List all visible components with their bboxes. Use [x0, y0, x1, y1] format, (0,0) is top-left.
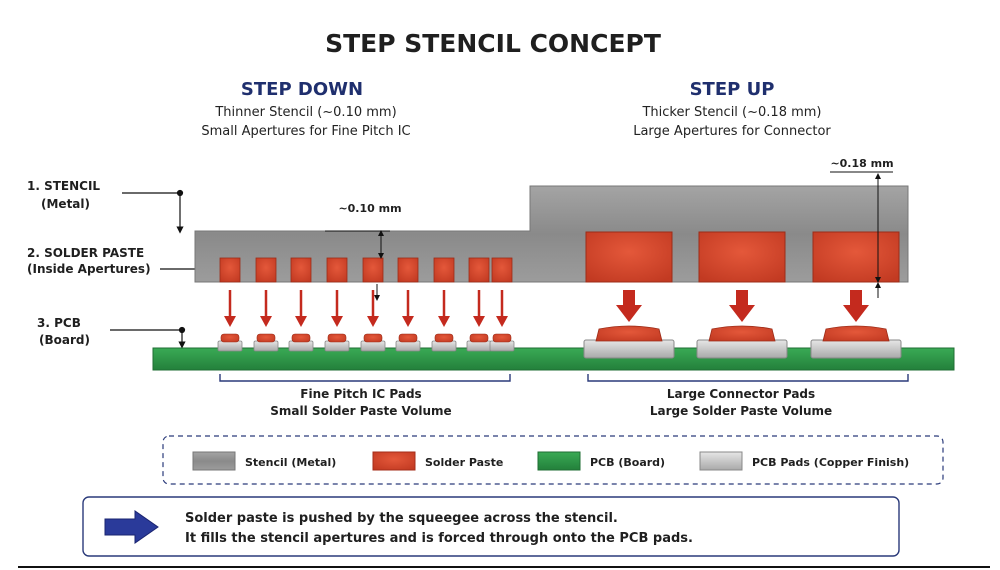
step-down-paste-deposit [434, 333, 454, 343]
fine-pitch-pads-label: Fine Pitch IC Pads [300, 387, 421, 401]
step-down-aperture [255, 257, 277, 283]
thickness-callout-down [325, 230, 390, 301]
step-down-pad [253, 340, 279, 352]
thickness-callout-up [830, 171, 893, 298]
step-up-paste-deposit [595, 325, 663, 342]
step-down-aperture [433, 257, 455, 283]
thickness-up-label: ~0.18 mm [830, 157, 893, 170]
step-down-desc-1: Thinner Stencil (~0.10 mm) [214, 105, 396, 120]
step-down-arrowhead [496, 316, 508, 327]
step-up-desc-1: Thicker Stencil (~0.18 mm) [641, 105, 821, 120]
step-down-paste-deposit [398, 333, 418, 343]
step-down-arrowhead [473, 316, 485, 327]
legend-swatch-pads [699, 451, 743, 471]
step-up-apertures [585, 231, 900, 283]
step-up-arrows [616, 290, 869, 322]
step-down-paste-deposit [492, 333, 512, 343]
connector-pads-label: Large Connector Pads [667, 387, 815, 401]
stencil [194, 185, 909, 283]
note-box: Solder paste is pushed by the squeegee a… [82, 496, 900, 557]
step-up-arrowhead [843, 305, 869, 322]
step-down-pad [431, 340, 457, 352]
label-pcb: 3. PCB [37, 316, 81, 330]
legend-pcb-label: PCB (Board) [590, 456, 665, 469]
step-up-paste-deposit [708, 325, 776, 342]
legend-stencil-label: Stencil (Metal) [245, 456, 336, 469]
step-down-apertures [219, 257, 513, 283]
step-down-paste-deposit [220, 333, 240, 343]
step-down-pad [288, 340, 314, 352]
legend-pads-label: PCB Pads (Copper Finish) [752, 456, 909, 469]
step-up-arrowhead [729, 305, 755, 322]
step-down-paste-deposit [291, 333, 311, 343]
label-stencil-sub: (Metal) [41, 197, 90, 211]
step-down-pad [360, 340, 386, 352]
connector-volume-label: Large Solder Paste Volume [650, 404, 832, 418]
step-up-aperture [698, 231, 786, 283]
step-down-pads [217, 333, 515, 352]
step-down-paste-deposit [363, 333, 383, 343]
step-down-arrowhead [295, 316, 307, 327]
legend: Stencil (Metal) Solder Paste PCB (Board)… [162, 435, 944, 485]
step-down-aperture [219, 257, 241, 283]
step-down-arrowhead [402, 316, 414, 327]
step-down-arrows [224, 290, 508, 327]
step-down-arrowhead [438, 316, 450, 327]
step-up-arrow [850, 290, 862, 306]
step-up-desc-2: Large Apertures for Connector [633, 124, 831, 139]
step-up-aperture [585, 231, 673, 283]
step-down-pad [324, 340, 350, 352]
thickness-down-label: ~0.10 mm [338, 202, 401, 215]
step-down-paste-deposit [256, 333, 276, 343]
step-down-pad [489, 340, 515, 352]
step-down-aperture [397, 257, 419, 283]
step-up-arrowhead [616, 305, 642, 322]
step-down-pad [466, 340, 492, 352]
step-down-desc-2: Small Apertures for Fine Pitch IC [201, 124, 410, 139]
step-down-aperture [468, 257, 490, 283]
step-down-paste-deposit [327, 333, 347, 343]
step-down-arrowhead [260, 316, 272, 327]
step-down-arrowhead [331, 316, 343, 327]
label-pcb-sub: (Board) [39, 333, 90, 347]
page-title: STEP STENCIL CONCEPT [325, 29, 661, 58]
step-up-paste-deposit [822, 325, 890, 342]
note-line-1: Solder paste is pushed by the squeegee a… [185, 511, 618, 526]
label-paste-sub: (Inside Apertures) [27, 262, 151, 276]
label-paste: 2. SOLDER PASTE [27, 246, 144, 260]
step-down-heading: STEP DOWN [241, 79, 363, 100]
bracket-connector [587, 374, 909, 382]
step-down-pad [217, 340, 243, 352]
step-down-paste-deposit [469, 333, 489, 343]
step-down-aperture [362, 257, 384, 283]
fine-pitch-volume-label: Small Solder Paste Volume [270, 404, 451, 418]
step-down-aperture [326, 257, 348, 283]
note-line-2: It fills the stencil apertures and is fo… [185, 531, 693, 546]
label-stencil: 1. STENCIL [27, 179, 100, 193]
legend-swatch-stencil [192, 451, 236, 471]
step-up-pad [583, 339, 675, 359]
step-up-heading: STEP UP [690, 79, 775, 100]
step-up-arrow [623, 290, 635, 306]
step-up-pad [810, 339, 902, 359]
note-arrow-icon [104, 510, 159, 544]
step-up-pad [696, 339, 788, 359]
step-down-aperture [290, 257, 312, 283]
step-down-arrowhead [224, 316, 236, 327]
step-down-pad [395, 340, 421, 352]
legend-swatch-paste [372, 451, 416, 471]
bracket-fine-pitch [219, 374, 511, 382]
step-up-arrow [736, 290, 748, 306]
step-up-pads [583, 325, 902, 359]
step-up-aperture [812, 231, 900, 283]
step-down-aperture [491, 257, 513, 283]
legend-paste-label: Solder Paste [425, 456, 503, 469]
step-down-arrowhead [367, 316, 379, 327]
legend-swatch-pcb [537, 451, 581, 471]
